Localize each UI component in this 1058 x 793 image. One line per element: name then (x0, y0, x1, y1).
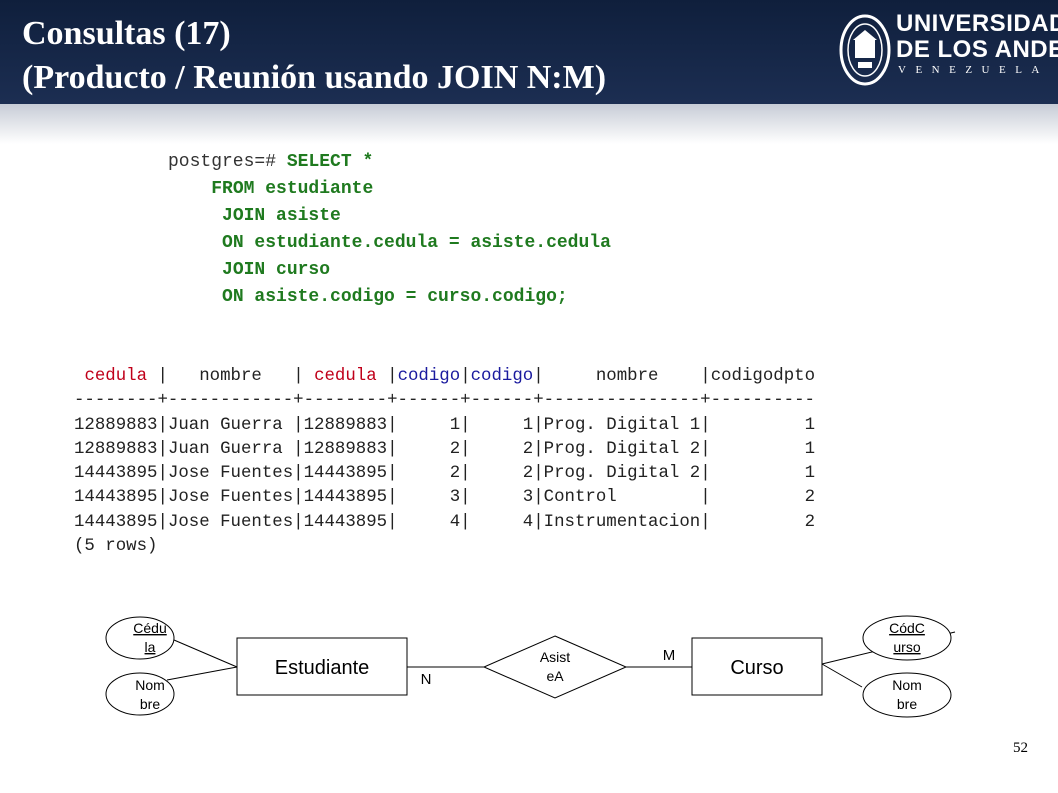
attr-codcurso-line2: urso (893, 639, 920, 655)
title-line-2: (Producto / Reunión usando JOIN N:M) (22, 59, 607, 96)
table-cell: 12889883 (74, 415, 158, 435)
relationship-line2: eA (546, 668, 564, 684)
sql-line-3: JOIN asiste (222, 206, 341, 226)
table-cell: Instrumentacion (543, 512, 701, 532)
table-cell: 1 (470, 415, 534, 435)
table-cell: 2 (397, 464, 461, 484)
sql-query: postgres=# SELECT * FROM estudiante JOIN… (168, 149, 611, 311)
table-cell: 4 (470, 512, 534, 532)
entity-estudiante-label: Estudiante (275, 657, 370, 679)
table-cell: Prog. Digital 2 (543, 439, 701, 459)
query-result: cedula | nombre | cedula |codigo|codigo|… (74, 365, 815, 559)
slide-header: Consultas (17) (Producto / Reunión usand… (0, 0, 1058, 104)
connector-nombre-right (821, 663, 863, 688)
table-cell: 14443895 (303, 512, 388, 532)
attribute-nombre-right: Nom bre (862, 672, 952, 718)
entity-curso-label: Curso (730, 657, 783, 679)
table-cell: Prog. Digital 1 (543, 415, 701, 435)
table-row: 14443895|Jose Fuentes|14443895| 4| 4|Ins… (74, 512, 816, 532)
table-cell: 12889883 (74, 439, 158, 459)
table-cell: 2 (710, 512, 816, 532)
attr-nombre-left-line2: bre (140, 696, 160, 712)
table-cell: Juan Guerra (167, 439, 294, 459)
table-cell: Jose Fuentes (167, 488, 294, 508)
relationship-asiste: Asist eA (482, 635, 628, 699)
header-shadow (0, 104, 1058, 144)
table-cell: 2 (397, 439, 461, 459)
result-footer: (5 rows) (74, 537, 158, 557)
table-cell: 14443895 (303, 464, 388, 484)
attribute-cedula: Cédu la (105, 616, 175, 660)
table-row: 14443895|Jose Fuentes|14443895| 2| 2|Pro… (74, 464, 816, 484)
table-cell: 3 (470, 488, 534, 508)
result-column-header: codigo (397, 367, 461, 386)
table-row: 14443895|Jose Fuentes|14443895| 3| 3|Con… (74, 488, 816, 508)
attr-cedula-line1: Cédu (133, 620, 166, 636)
table-cell: 14443895 (74, 512, 158, 532)
result-column-header: nombre (595, 367, 659, 386)
sql-line-2: FROM estudiante (211, 179, 374, 199)
table-cell: 14443895 (74, 488, 158, 508)
table-cell: 1 (397, 415, 461, 435)
logo-line-1: UNIVERSIDAD (896, 10, 1058, 37)
sql-line-1: SELECT * (286, 152, 374, 172)
slide-title: Consultas (17) (Producto / Reunión usand… (22, 12, 606, 100)
result-separator: --------+------------+--------+------+--… (74, 391, 815, 411)
attr-nombre-right-line2: bre (897, 696, 917, 712)
sql-prompt: postgres=# (168, 152, 277, 172)
university-logo: UNIVERSIDAD DE LOS ANDES VENEZUELA (838, 8, 1058, 96)
university-seal-icon (839, 14, 891, 86)
table-cell: 4 (397, 512, 461, 532)
sql-line-5: JOIN curso (222, 260, 331, 280)
table-cell: 1 (710, 439, 816, 459)
result-column-header: cedula (314, 367, 377, 386)
table-cell: 1 (710, 464, 816, 484)
entity-curso: Curso (691, 637, 823, 696)
attribute-codcurso: CódC urso (862, 615, 952, 661)
attr-nombre-right-line1: Nom (892, 677, 922, 693)
sql-line-4: ON estudiante.cedula = asiste.cedula (222, 233, 611, 253)
table-cell: 2 (470, 464, 534, 484)
table-cell: 2 (470, 439, 534, 459)
result-column-header: codigo (470, 367, 534, 386)
result-column-header: cedula (84, 367, 148, 386)
sql-line-6: ON asiste.codigo = curso.codigo; (222, 287, 568, 307)
attr-cedula-line2: la (145, 639, 156, 655)
result-header-row: cedula | nombre | cedula |codigo|codigo|… (84, 367, 816, 386)
table-cell: Prog. Digital 2 (543, 464, 701, 484)
relationship-line1: Asist (540, 649, 570, 665)
table-cell: 2 (710, 488, 816, 508)
table-cell: Jose Fuentes (167, 464, 294, 484)
logo-line-2: DE LOS ANDES (896, 36, 1058, 63)
table-cell: 14443895 (303, 488, 388, 508)
title-line-1: Consultas (17) (22, 15, 231, 52)
cardinality-n: N (421, 671, 432, 688)
connector-cedula (166, 636, 238, 668)
table-cell: 14443895 (74, 464, 158, 484)
entity-estudiante: Estudiante (236, 637, 408, 696)
table-cell: 12889883 (303, 415, 388, 435)
connector-nombre-left (166, 666, 238, 681)
table-cell: 12889883 (303, 439, 388, 459)
table-cell: 3 (397, 488, 461, 508)
table-cell: Juan Guerra (167, 415, 294, 435)
attr-nombre-left-line1: Nom (135, 677, 165, 693)
table-row: 12889883|Juan Guerra |12889883| 1| 1|Pro… (74, 415, 816, 435)
logo-line-3: VENEZUELA (898, 64, 1049, 76)
page-number: 52 (1013, 740, 1028, 756)
table-cell: 1 (710, 415, 816, 435)
attribute-nombre-left: Nom bre (105, 672, 175, 716)
er-diagram: Cédu la Nom bre Estudiante N Asist eA M … (105, 615, 956, 718)
table-row: 12889883|Juan Guerra |12889883| 2| 2|Pro… (74, 439, 816, 459)
cardinality-m: M (663, 647, 676, 664)
attr-codcurso-line1: CódC (889, 620, 925, 636)
result-column-header: codigodpto (710, 367, 816, 386)
table-cell: Jose Fuentes (167, 512, 294, 532)
table-cell: Control (543, 488, 701, 508)
result-column-header: nombre (199, 367, 262, 386)
